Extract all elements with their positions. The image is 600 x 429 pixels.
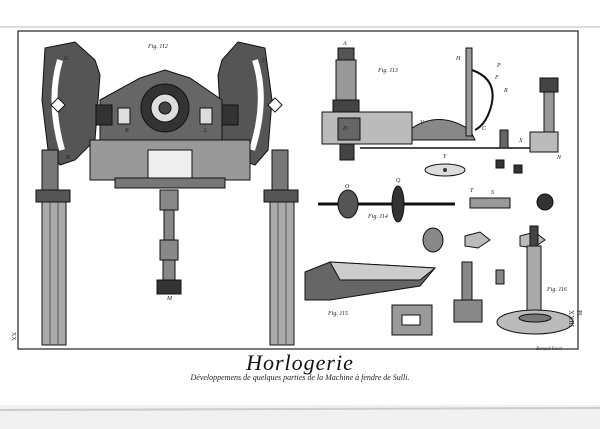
letter-s: S bbox=[491, 190, 494, 196]
left-margin-mark: XX bbox=[10, 332, 16, 341]
letter-r: R bbox=[504, 88, 508, 94]
letter-e: E bbox=[262, 58, 266, 64]
left-pillar bbox=[35, 149, 71, 346]
engraver-signature: Benard Fecit bbox=[535, 347, 562, 352]
fig113-label: Fig. 113 bbox=[378, 68, 398, 74]
fig115-posts bbox=[453, 261, 505, 323]
left-diamond bbox=[50, 97, 66, 113]
letter-q: Q bbox=[396, 178, 401, 184]
fig114-arbor bbox=[318, 185, 554, 223]
letter-f: F bbox=[495, 75, 499, 81]
letter-t: T bbox=[470, 188, 474, 194]
letter-b: B bbox=[66, 155, 70, 161]
letter-k: K bbox=[125, 128, 130, 134]
letter-n: N bbox=[557, 155, 562, 161]
fig112-frame bbox=[41, 41, 273, 189]
fig112-label: Fig. 112 bbox=[148, 44, 168, 50]
right-pillar bbox=[263, 149, 299, 346]
fig115-label: Fig. 115 bbox=[328, 311, 348, 317]
fig114-label: Fig. 114 bbox=[368, 214, 388, 220]
letter-v: V bbox=[420, 120, 424, 126]
letter-a: A bbox=[343, 41, 347, 47]
letter-x: X bbox=[519, 138, 523, 144]
letter-y: Y bbox=[443, 154, 447, 160]
plate-border bbox=[17, 30, 579, 350]
letter-c: C bbox=[482, 126, 487, 132]
letter-p: P bbox=[497, 63, 501, 69]
fig112-spindle bbox=[156, 189, 182, 295]
plate-number: Pl. XXIII bbox=[567, 310, 583, 328]
plate-subtitle: Développemens de quelques parties de la … bbox=[190, 373, 410, 382]
letter-d: D bbox=[343, 126, 348, 132]
letter-g: G bbox=[64, 56, 69, 62]
fig115-blade bbox=[304, 261, 437, 301]
letter-h: H bbox=[456, 56, 461, 62]
letter-m: M bbox=[167, 296, 172, 302]
plate-title: Horlogerie bbox=[246, 350, 354, 375]
letter-o: O bbox=[345, 184, 350, 190]
letter-l: L bbox=[204, 128, 208, 134]
fig113-assembly bbox=[321, 47, 559, 174]
fig116-stand bbox=[496, 225, 574, 335]
fig115-block bbox=[391, 304, 433, 336]
right-diamond bbox=[267, 97, 283, 113]
fig116-label: Fig. 116 bbox=[547, 287, 567, 293]
